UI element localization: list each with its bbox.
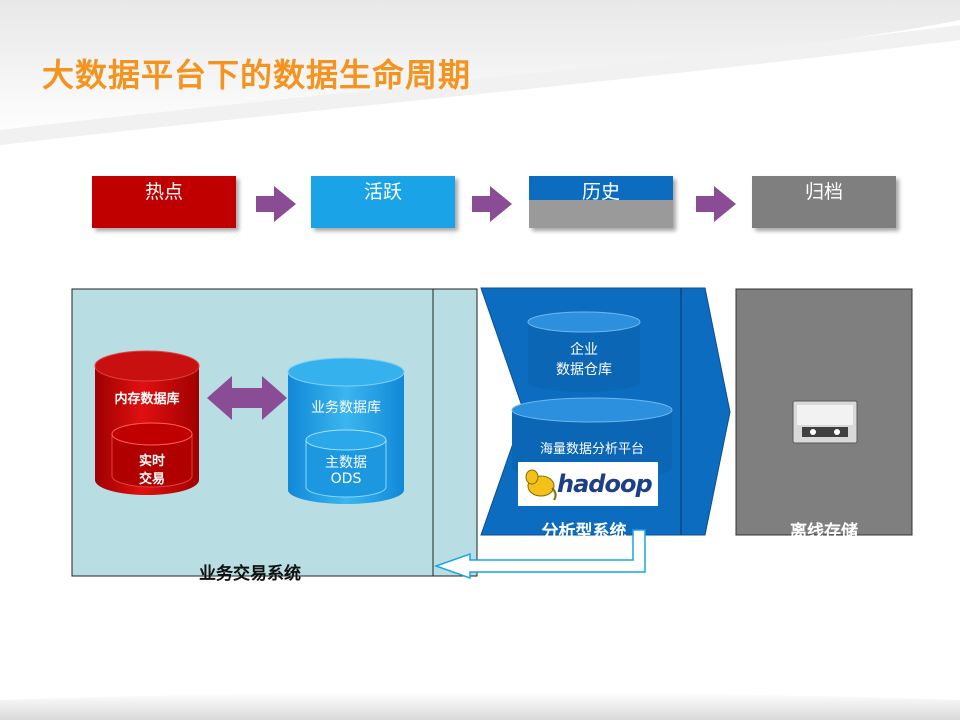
business-db-label: 业务数据库 — [311, 400, 381, 416]
realtime-cylinder — [111, 422, 193, 488]
stage-active-label: 活跃 — [363, 181, 402, 203]
master-data-label-line1: 主数据 — [325, 455, 367, 471]
stage-arrow-3 — [696, 186, 736, 222]
warehouse-label-line1: 企业 — [570, 342, 598, 358]
stage-archive-label: 归档 — [804, 181, 843, 203]
warehouse-label-line2: 数据仓库 — [556, 362, 612, 378]
memory-db-label: 内存数据库 — [114, 392, 180, 407]
stage-arrow-2 — [472, 186, 512, 222]
stage-hot: 热点 — [92, 176, 236, 228]
master-data-label-line2: ODS — [330, 471, 362, 487]
stage-history: 历史 — [529, 176, 673, 228]
tape-cartridge-icon — [792, 400, 858, 444]
stage-active: 活跃 — [311, 176, 455, 228]
analytics-system-label: 分析型系统 — [541, 522, 627, 542]
offline-storage-label: 离线存储 — [790, 522, 858, 542]
stage-arrow-1 — [256, 186, 296, 222]
warehouse-cylinder — [527, 311, 641, 392]
page-title: 大数据平台下的数据生命周期 — [42, 56, 472, 94]
realtime-label-line1: 实时 — [138, 454, 165, 469]
hadoop-logo-text: hadoop — [557, 470, 653, 498]
mass-platform-label: 海量数据分析平台 — [539, 442, 644, 457]
stage-archive: 归档 — [752, 176, 896, 228]
business-system-label: 业务交易系统 — [199, 564, 301, 584]
stage-hot-label: 热点 — [144, 181, 183, 203]
return-arrow — [433, 529, 646, 580]
stage-history-band — [529, 176, 673, 200]
realtime-label-line2: 交易 — [138, 472, 165, 487]
bidirectional-arrow — [207, 376, 287, 420]
hadoop-logo — [518, 462, 658, 506]
master-data-cylinder — [305, 429, 387, 498]
stage-history-label: 历史 — [581, 181, 620, 203]
